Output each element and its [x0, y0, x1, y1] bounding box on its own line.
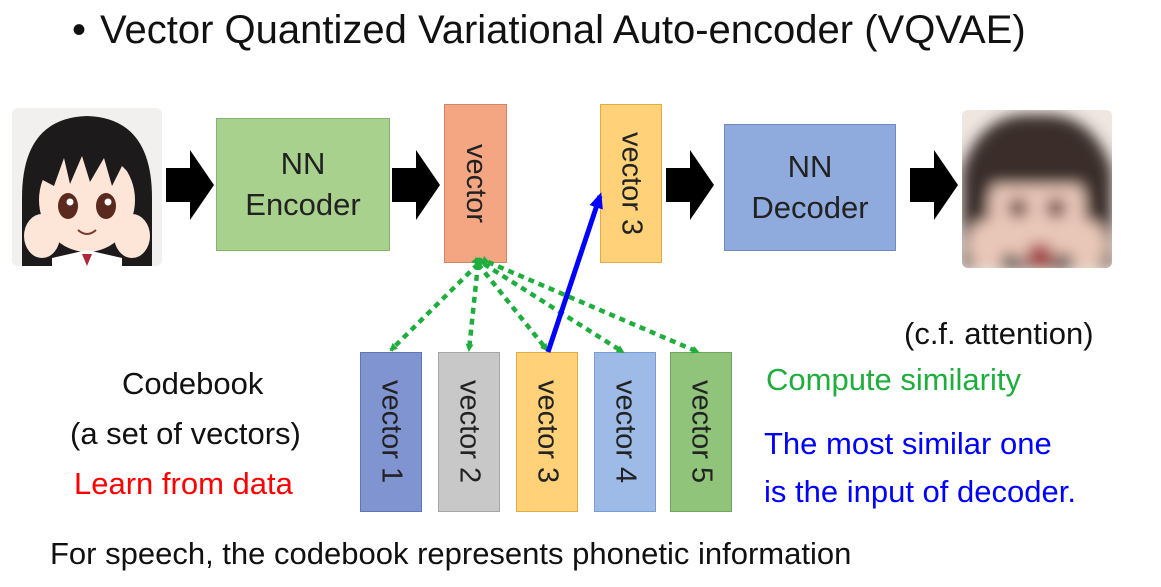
similarity-arrow-5 [480, 255, 700, 355]
codebook-vector-2-label: vector 2 [453, 380, 486, 484]
similarity-arrow-1 [389, 256, 486, 352]
bullet: • [72, 8, 87, 52]
similarity-arrow-2 [465, 257, 483, 352]
encoded-vector-box: vector [444, 104, 507, 263]
anime-face-illustration [12, 108, 162, 266]
codebook-vector-2: vector 2 [438, 352, 500, 512]
learn-from-data-label: Learn from data [74, 466, 293, 501]
decoder-line2: Decoder [751, 189, 869, 225]
similarity-arrow-3 [471, 256, 549, 352]
encoder-line1: NN [280, 146, 326, 182]
flow-arrow-1 [166, 150, 214, 220]
selected-vector-box: vector 3 [600, 104, 662, 263]
flow-arrow-3 [666, 150, 714, 220]
codebook-vector-4: vector 4 [594, 352, 656, 512]
selected-vector-label: vector 3 [615, 131, 648, 236]
selection-arrow [545, 192, 603, 353]
codebook-vector-1: vector 1 [360, 352, 422, 512]
encoded-vector-label: vector [460, 144, 492, 223]
nn-encoder-box: NN Encoder [216, 118, 390, 251]
input-image [12, 108, 162, 266]
codebook-label: Codebook [122, 366, 264, 401]
codebook-sublabel: (a set of vectors) [70, 416, 301, 451]
codebook-vector-3-label: vector 3 [531, 380, 564, 484]
flow-arrow-2 [392, 150, 440, 220]
footer-text: For speech, the codebook represents phon… [50, 536, 852, 571]
title-text: Vector Quantized Variational Auto-encode… [100, 8, 1026, 52]
nn-decoder-box: NN Decoder [724, 124, 896, 251]
output-image [962, 110, 1112, 268]
codebook-vector-3: vector 3 [516, 352, 578, 512]
encoder-line2: Encoder [245, 186, 361, 222]
compute-similarity-label: Compute similarity [766, 362, 1021, 397]
cf-attention-label: (c.f. attention) [904, 316, 1094, 351]
slide-title: • Vector Quantized Variational Auto-encod… [72, 8, 1026, 53]
decoder-line1: NN [787, 149, 833, 185]
flow-arrow-4 [910, 150, 958, 220]
codebook-vector-5-label: vector 5 [685, 380, 718, 484]
codebook-vector-4-label: vector 4 [609, 380, 642, 484]
codebook-vector-1-label: vector 1 [375, 380, 408, 484]
codebook-vector-5: vector 5 [670, 352, 732, 512]
most-similar-line2: is the input of decoder. [764, 474, 1076, 509]
reconstructed-face-illustration [962, 110, 1112, 268]
most-similar-line1: The most similar one [764, 426, 1052, 461]
